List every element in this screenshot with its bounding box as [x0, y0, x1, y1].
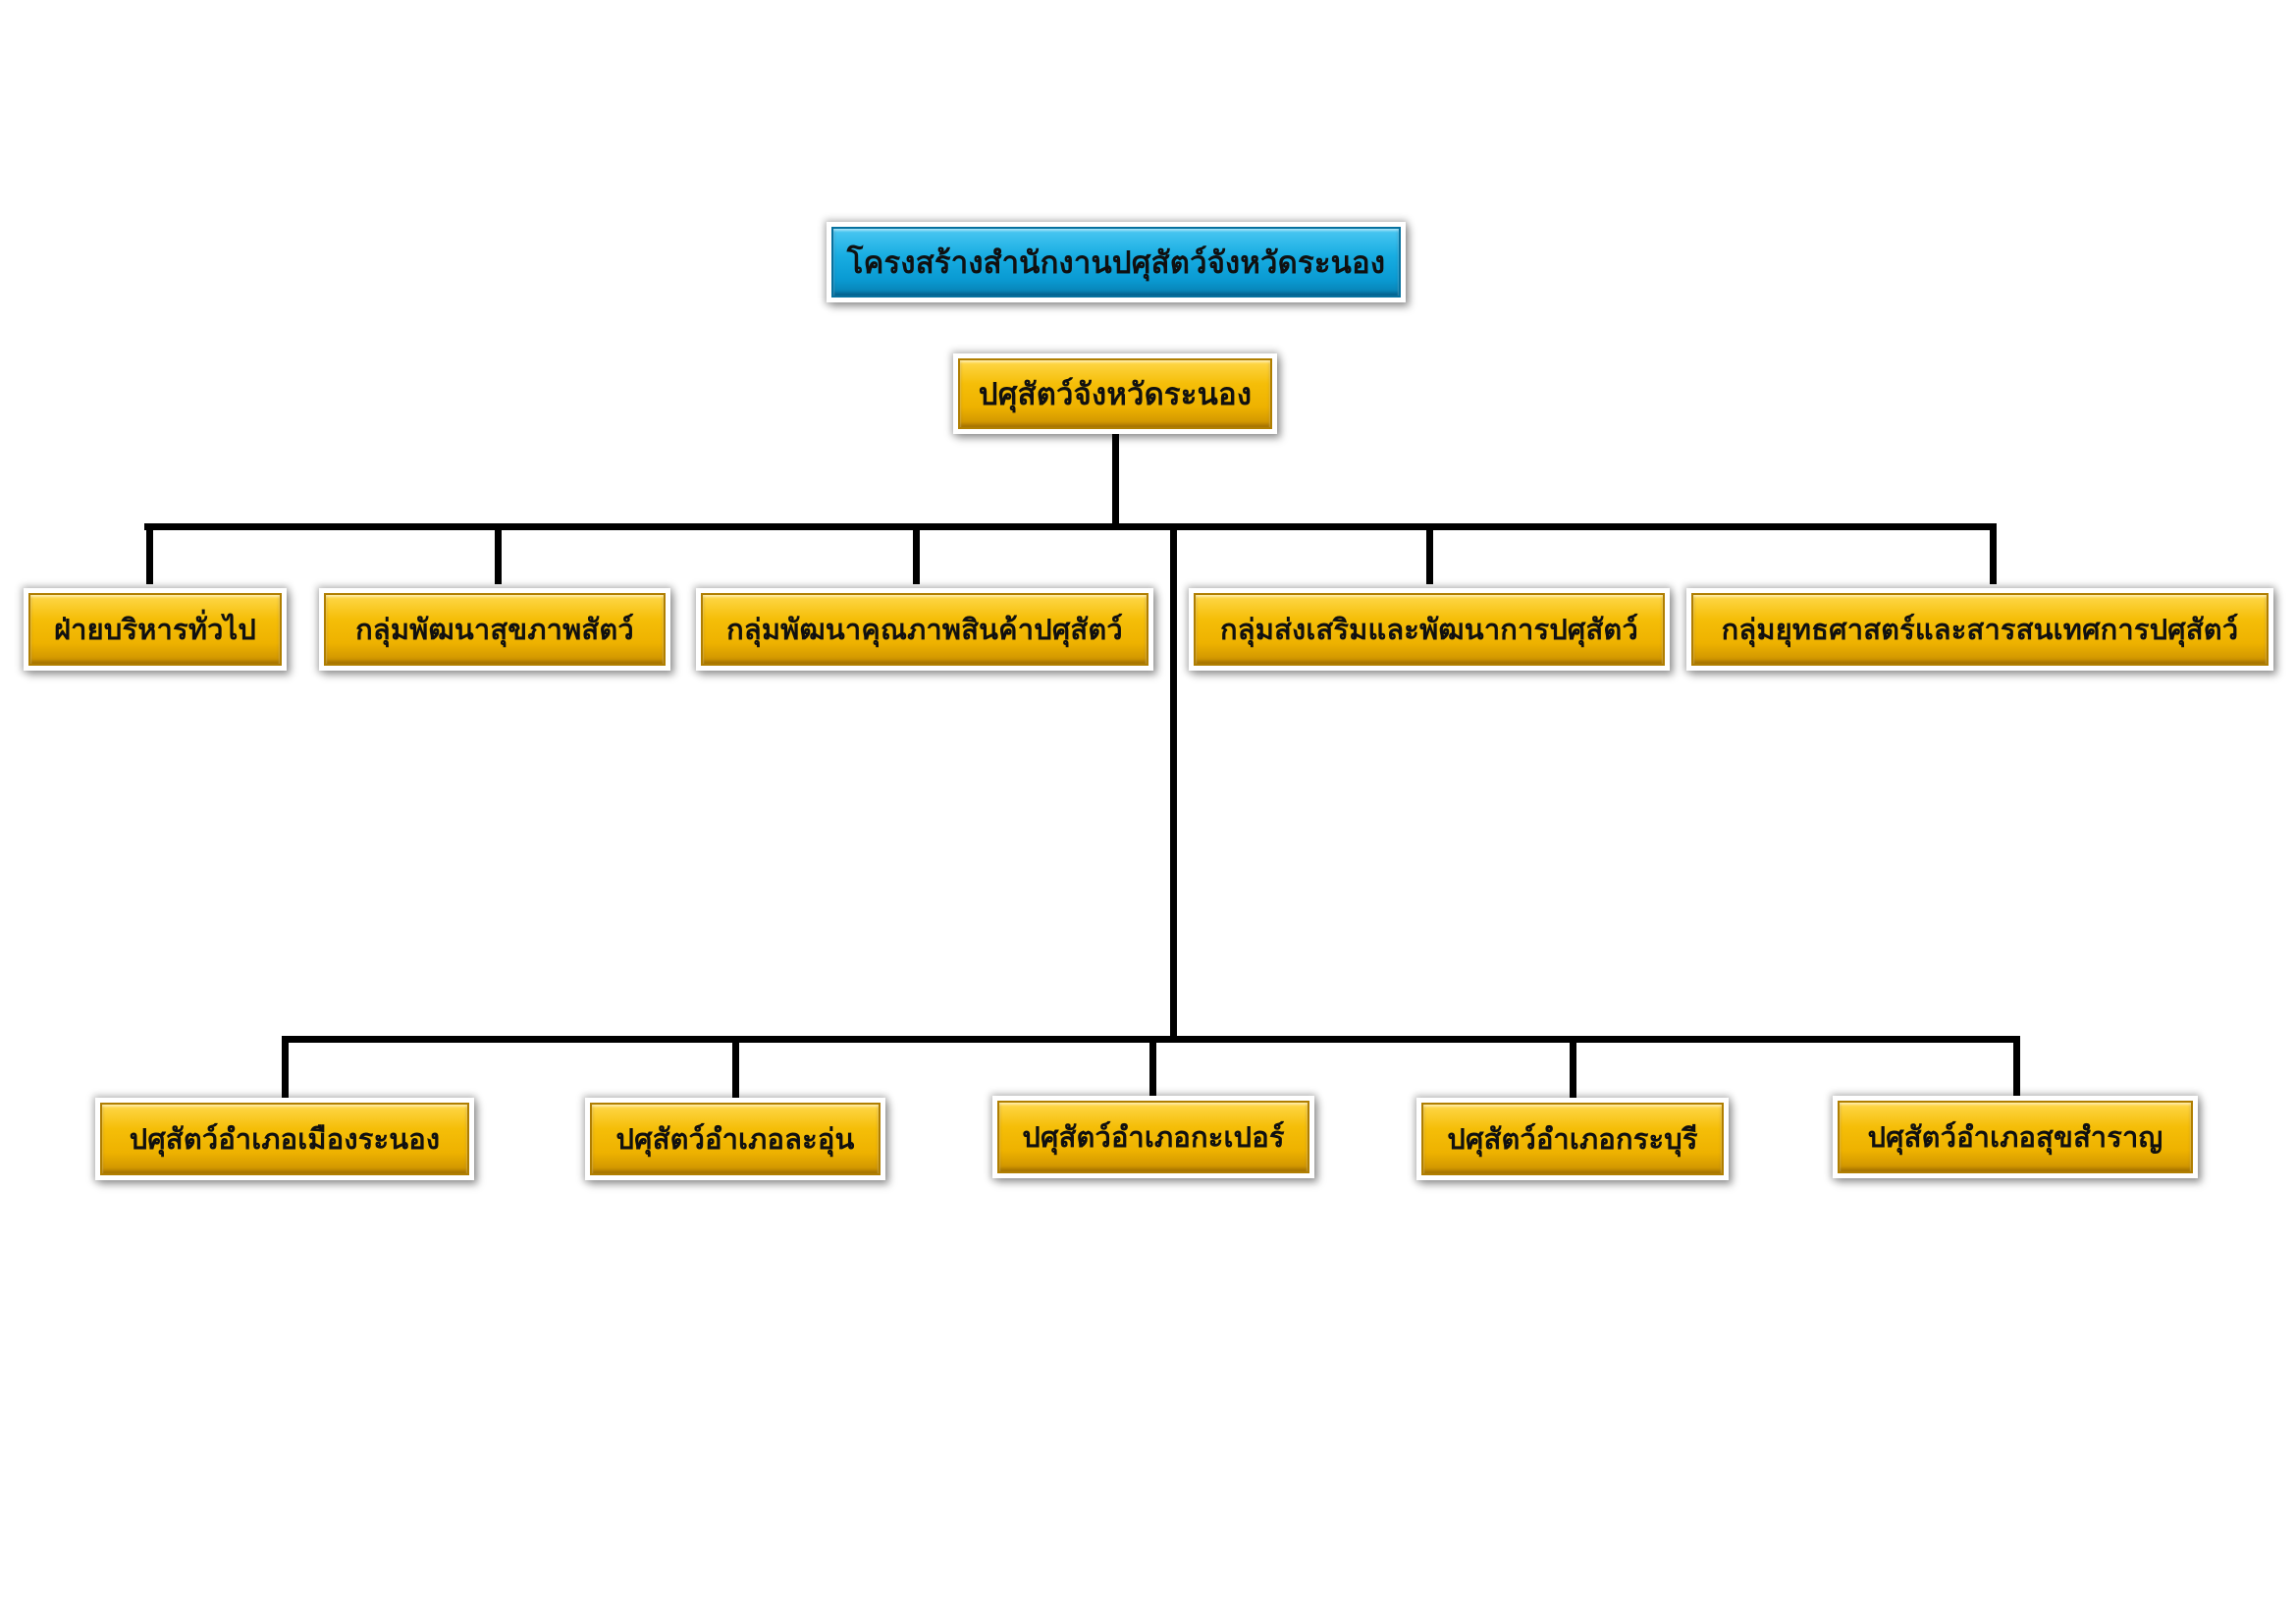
- district-node-label: ปศุสัตว์อำเภอละอุ่น: [590, 1103, 881, 1175]
- district-node-label: ปศุสัตว์อำเภอกะเปอร์: [997, 1101, 1309, 1173]
- connector-trunk-down: [1170, 527, 1177, 1042]
- group-node-promotion: กลุ่มส่งเสริมและพัฒนาการปศุสัตว์: [1189, 588, 1670, 671]
- connector-drop-district-4: [1570, 1036, 1576, 1101]
- district-node-label: ปศุสัตว์อำเภอสุขสำราญ: [1838, 1101, 2193, 1173]
- district-node-kapoe: ปศุสัตว์อำเภอกะเปอร์: [992, 1096, 1314, 1178]
- connector-drop-district-2: [732, 1036, 739, 1101]
- district-node-label: ปศุสัตว์อำเภอกระบุรี: [1421, 1103, 1724, 1175]
- district-node-label: ปศุสัตว์อำเภอเมืองระนอง: [100, 1103, 469, 1175]
- district-node-suk-samran: ปศุสัตว์อำเภอสุขสำราญ: [1833, 1096, 2198, 1178]
- group-node-strategy-info: กลุ่มยุทธศาสตร์และสารสนเทศการปศุสัตว์: [1686, 588, 2273, 671]
- connector-drop-district-5: [2013, 1036, 2020, 1101]
- district-node-kra-buri: ปศุสัตว์อำเภอกระบุรี: [1416, 1098, 1729, 1180]
- group-node-general-admin: ฝ่ายบริหารทั่วไป: [24, 588, 287, 671]
- group-node-label: กลุ่มส่งเสริมและพัฒนาการปศุสัตว์: [1194, 593, 1665, 666]
- group-node-label: กลุ่มพัฒนาสุขภาพสัตว์: [324, 593, 666, 666]
- group-node-animal-health: กลุ่มพัฒนาสุขภาพสัตว์: [319, 588, 670, 671]
- group-node-label: กลุ่มพัฒนาคุณภาพสินค้าปศุสัตว์: [701, 593, 1148, 666]
- root-node: ปศุสัตว์จังหวัดระนอง: [953, 353, 1277, 434]
- connector-drop-group-3: [913, 523, 920, 584]
- root-node-label: ปศุสัตว์จังหวัดระนอง: [958, 358, 1272, 429]
- chart-title: โครงสร้างสำนักงานปศุสัตว์จังหวัดระนอง: [831, 227, 1401, 298]
- connector-drop-group-5: [1990, 523, 1997, 584]
- connector-drop-group-1: [146, 523, 153, 584]
- chart-title-box: โครงสร้างสำนักงานปศุสัตว์จังหวัดระนอง: [827, 222, 1406, 302]
- connector-root-down: [1112, 434, 1119, 527]
- connector-drop-district-1: [282, 1036, 289, 1101]
- district-node-la-un: ปศุสัตว์อำเภอละอุ่น: [585, 1098, 885, 1180]
- district-node-mueang-ranong: ปศุสัตว์อำเภอเมืองระนอง: [95, 1098, 474, 1180]
- group-node-label: ฝ่ายบริหารทั่วไป: [28, 593, 282, 666]
- group-node-product-quality: กลุ่มพัฒนาคุณภาพสินค้าปศุสัตว์: [696, 588, 1153, 671]
- connector-group-bus: [144, 523, 1997, 530]
- connector-drop-group-4: [1426, 523, 1433, 584]
- connector-drop-district-3: [1149, 1036, 1156, 1101]
- connector-drop-group-2: [495, 523, 502, 584]
- group-node-label: กลุ่มยุทธศาสตร์และสารสนเทศการปศุสัตว์: [1691, 593, 2269, 666]
